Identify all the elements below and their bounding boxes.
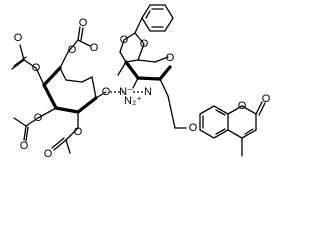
acetate-groups: [11, 26, 91, 154]
benzylidene-phenyl-ring: [141, 4, 174, 32]
acetal-oxygen-right: O: [140, 38, 149, 50]
acetate-c3-carbonyl-oxygen: O: [20, 140, 29, 152]
coumarin-system: [199, 101, 266, 157]
acetate-c2-ester-oxygen: O: [74, 126, 83, 138]
acetate-c4-ester-oxygen: O: [32, 62, 41, 74]
acetate-c4-carbonyl-oxygen: O: [14, 32, 23, 44]
benzylidene-acetal: [119, 17, 145, 63]
acetate-c2-carbonyl-oxygen: O: [44, 148, 53, 160]
structure-diagram: O O O O O O O O O O O O O N⁻ N₂⁺ N O O O: [11, 4, 271, 160]
acetate-c3-ester-oxygen: O: [34, 112, 43, 124]
azide-n2plus-label: N₂⁺: [124, 95, 142, 107]
coumarin-ring-oxygen: O: [238, 100, 247, 112]
acetate-c6-carbonyl-oxygen: O: [79, 17, 88, 29]
acetate-c6-ester-oxygen: O: [68, 44, 77, 56]
azide-group: [110, 91, 187, 129]
galactosamine-ring: [117, 56, 172, 97]
acetal-oxygen-left: O: [120, 34, 129, 46]
galactosamine-ring-oxygen: O: [166, 52, 175, 64]
glucose-ring: [42, 66, 107, 114]
aryl-ether-oxygen: O: [189, 122, 198, 134]
glycosidic-oxygen: O: [102, 86, 111, 98]
glucose-ring-oxygen: O: [90, 42, 99, 54]
coumarin-carbonyl-oxygen: O: [262, 93, 271, 105]
azide-n-label: N: [144, 86, 152, 98]
azide-n-minus-label: N⁻: [119, 86, 133, 98]
